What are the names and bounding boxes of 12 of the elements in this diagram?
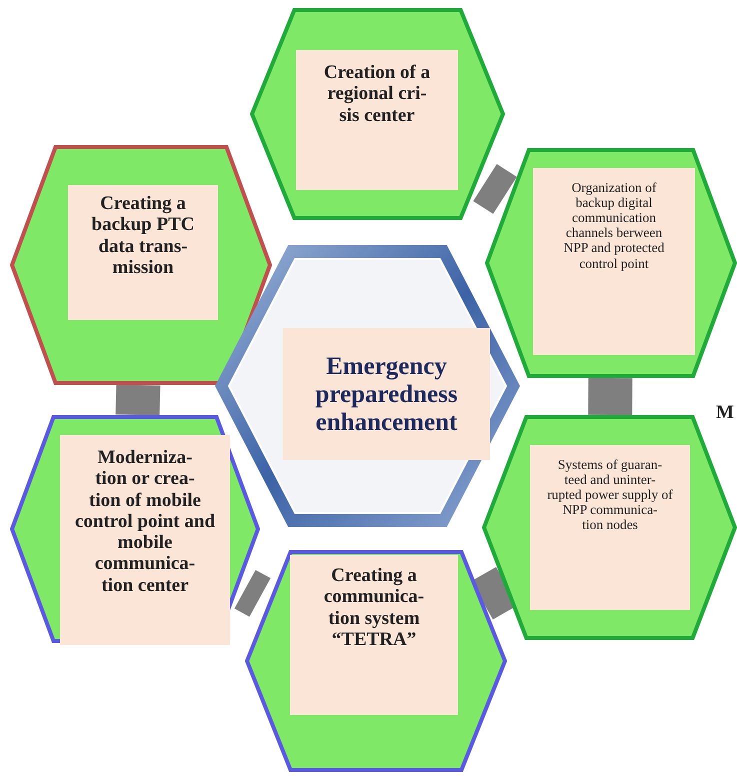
measure-text: Creating a backup PTC data trans- mission	[68, 185, 218, 320]
cut-off-letter: M	[716, 402, 734, 424]
connector-band	[473, 164, 517, 214]
connector-band	[116, 384, 160, 416]
measure-text: Creating a communica- tion system “TETRA”	[290, 555, 458, 715]
measure-text: Organization of backup digital communication channels berween NPP and protected control point	[533, 168, 695, 355]
connector-band	[234, 570, 271, 617]
connector-band	[588, 378, 632, 416]
central-topic-text: Emergency preparedness enhancement	[283, 328, 490, 460]
measure-text: Creation of a regional cri- sis center	[296, 50, 458, 190]
measure-text: Moderniza- tion or crea- tion of mobile control point and mobile communica- tion center	[60, 435, 230, 645]
measure-text: Systems of guaran- teed and uninter- rupted power supply of NPP communica- tion nodes	[530, 445, 690, 610]
